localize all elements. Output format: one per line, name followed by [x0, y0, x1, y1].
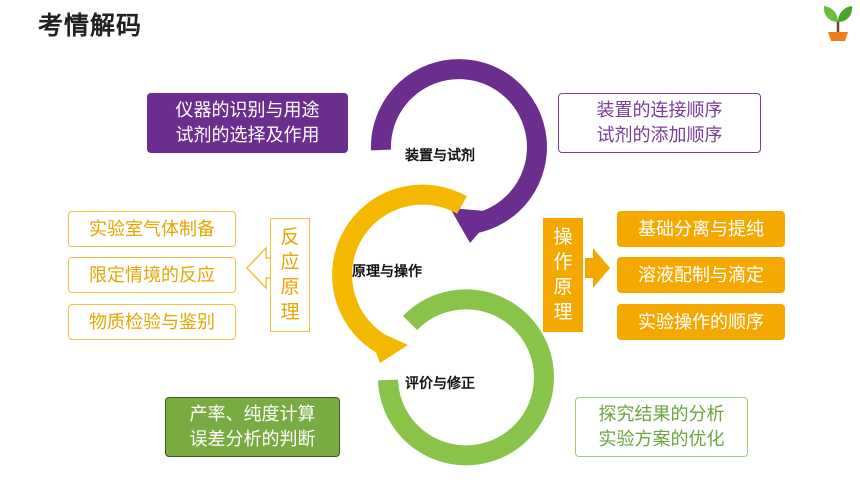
top-right-box: 装置的连接顺序 试剂的添加顺序 [558, 93, 761, 153]
bottom-right-box: 探究结果的分析 实验方案的优化 [575, 397, 748, 457]
top-right-line2: 试剂的添加顺序 [596, 125, 723, 146]
tag-char: 理 [280, 301, 300, 323]
page-title: 考情解码 [38, 11, 143, 40]
purple-arc [370, 59, 547, 234]
right-item-3: 实验操作的顺序 [617, 304, 785, 340]
left-item-1: 实验室气体制备 [68, 211, 236, 247]
arc-label-principle: 原理与操作 [352, 264, 422, 280]
sprout-icon [823, 6, 853, 41]
yellow-arrowhead [366, 326, 408, 363]
right-arrow [585, 248, 610, 288]
tag-char: 原 [553, 276, 573, 298]
arc-label-evaluation: 评价与修正 [405, 376, 475, 392]
arc-label-apparatus: 装置与试剂 [405, 148, 475, 164]
tag-char: 作 [553, 251, 573, 273]
tag-char: 反 [280, 226, 300, 248]
top-left-box: 仪器的识别与用途 试剂的选择及作用 [147, 93, 348, 153]
bottom-right-line1: 探究结果的分析 [598, 404, 725, 425]
bottom-left-line1: 产率、纯度计算 [189, 404, 316, 425]
bottom-right-line2: 实验方案的优化 [598, 429, 725, 450]
top-left-line1: 仪器的识别与用途 [175, 100, 320, 121]
operation-principle-tag: 操 作 原 理 [543, 218, 583, 332]
tag-char: 原 [280, 276, 300, 298]
reaction-principle-tag: 反 应 原 理 [270, 218, 310, 332]
tag-char: 应 [280, 251, 300, 273]
top-right-line1: 装置的连接顺序 [596, 100, 723, 121]
top-left-line2: 试剂的选择及作用 [175, 125, 320, 146]
right-item-2: 溶液配制与滴定 [617, 257, 785, 293]
green-arc [378, 289, 554, 466]
tag-char: 理 [553, 301, 573, 323]
tag-char: 操 [553, 226, 573, 248]
left-item-3: 物质检验与鉴别 [68, 304, 236, 340]
left-item-2: 限定情境的反应 [68, 257, 236, 293]
yellow-arc [332, 184, 467, 354]
bottom-left-line2: 误差分析的判断 [189, 429, 316, 450]
right-item-1: 基础分离与提纯 [617, 211, 785, 247]
purple-arrowhead [450, 208, 497, 243]
bottom-left-box: 产率、纯度计算 误差分析的判断 [165, 397, 340, 457]
